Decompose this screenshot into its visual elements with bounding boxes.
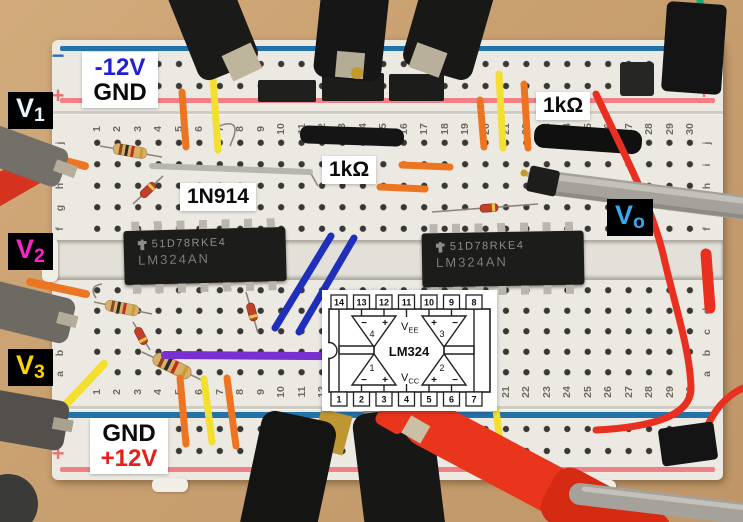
jumper-wire-yellow xyxy=(200,375,216,446)
svg-text:7: 7 xyxy=(471,395,476,405)
alligator-clip-black xyxy=(157,0,258,81)
label-neg12v: -12V xyxy=(94,54,146,81)
svg-text:2: 2 xyxy=(439,363,444,373)
label-1k-right: 1kΩ xyxy=(536,92,591,121)
clip-jaw-metal xyxy=(221,42,263,82)
svg-text:3: 3 xyxy=(381,395,386,405)
svg-text:−: − xyxy=(361,318,367,329)
scope-probe-bottom xyxy=(569,483,743,522)
red-output-wire xyxy=(592,90,695,434)
v2-input-wire-orange xyxy=(26,278,90,298)
label-1n914: 1N914 xyxy=(180,183,256,212)
board-seam xyxy=(52,111,723,114)
jumper-wire-orange xyxy=(476,96,488,151)
gray-clip-v3 xyxy=(0,388,74,451)
jumper-wire-orange xyxy=(520,80,532,152)
rail-line-blue-top xyxy=(60,46,715,51)
svg-text:8: 8 xyxy=(471,298,476,308)
svg-text:VEE: VEE xyxy=(401,321,418,335)
rail-line-red-top xyxy=(60,98,715,103)
svg-text:+: + xyxy=(382,375,388,386)
red-wire-segment xyxy=(700,248,716,314)
alligator-clip-black xyxy=(235,410,336,522)
svg-text:12: 12 xyxy=(379,298,389,308)
svg-text:−: − xyxy=(452,375,458,386)
board-tab xyxy=(152,478,188,492)
label-supply-bottom: GND +12V xyxy=(90,418,168,475)
rail-minus-top-left: − xyxy=(51,43,65,68)
svg-text:2: 2 xyxy=(359,395,364,405)
svg-text:10: 10 xyxy=(424,298,434,308)
jumper-wire-orange xyxy=(178,88,190,151)
svg-text:6: 6 xyxy=(449,395,454,405)
svg-text:VCC: VCC xyxy=(401,372,420,386)
label-pos12v: +12V xyxy=(100,445,158,473)
resistor xyxy=(104,299,140,317)
rail-plus-top-left: + xyxy=(51,83,65,108)
jumper-wire-blue xyxy=(295,234,358,336)
opamp-labels: − + 4 + − 3 − + 1 + − 2 xyxy=(361,318,458,386)
svg-text:+: + xyxy=(431,318,437,329)
jumper-wire-orange xyxy=(176,374,190,448)
jumper-wire-orange xyxy=(398,161,454,171)
svg-text:9: 9 xyxy=(449,298,454,308)
svg-text:13: 13 xyxy=(356,298,366,308)
diode-1n914 xyxy=(479,203,499,213)
svg-text:14: 14 xyxy=(334,298,344,308)
alligator-clip-black xyxy=(403,0,507,80)
svg-text:−: − xyxy=(361,375,367,386)
svg-text:+: + xyxy=(382,318,388,329)
clip-barrel xyxy=(0,474,38,522)
label-1k-mid: 1kΩ xyxy=(322,156,377,185)
svg-text:1: 1 xyxy=(369,363,374,373)
label-v3: V3 xyxy=(8,349,53,387)
notch-mask xyxy=(322,340,328,361)
jumper-wire-orange xyxy=(223,374,240,450)
jumper-wire-blue xyxy=(271,232,335,332)
alligator-clip-black xyxy=(313,0,395,83)
diode-1n914 xyxy=(246,302,258,322)
svg-text:11: 11 xyxy=(402,298,412,308)
svg-text:3: 3 xyxy=(439,329,444,339)
label-v2: V2 xyxy=(8,233,53,271)
svg-text:+: + xyxy=(431,375,437,386)
power-labels: VEE VCC LM324 xyxy=(389,321,430,386)
svg-text:5: 5 xyxy=(426,395,431,405)
jumper-wire-orange xyxy=(376,183,429,193)
svg-text:−: − xyxy=(452,318,458,329)
label-v1: V1 xyxy=(8,92,53,130)
label-gnd-bottom: GND xyxy=(102,420,156,447)
gray-clip-v1 xyxy=(0,125,78,187)
clip-jaw-metal xyxy=(408,42,448,78)
jumper-wire-gray xyxy=(149,163,313,175)
pinout-title: LM324 xyxy=(389,344,430,359)
diode-1n914 xyxy=(134,327,148,345)
label-vo: Vo xyxy=(607,199,653,237)
wire-connector-top-right xyxy=(661,1,727,95)
wire-connector-bottom-right xyxy=(658,421,718,467)
sip-resistor-bar xyxy=(299,125,405,147)
gray-clip-v2 xyxy=(0,278,79,344)
svg-text:4: 4 xyxy=(404,395,409,405)
opamp-symbols xyxy=(338,309,475,392)
resistor xyxy=(112,143,148,159)
svg-text:4: 4 xyxy=(369,329,374,339)
diode-1n914 xyxy=(139,182,157,198)
jumper-wire-yellow xyxy=(495,70,507,152)
svg-text:1: 1 xyxy=(336,395,341,405)
label-supply-top: -12V GND xyxy=(82,52,158,109)
label-gnd-top: GND xyxy=(93,79,147,107)
gold-pin xyxy=(351,67,363,79)
